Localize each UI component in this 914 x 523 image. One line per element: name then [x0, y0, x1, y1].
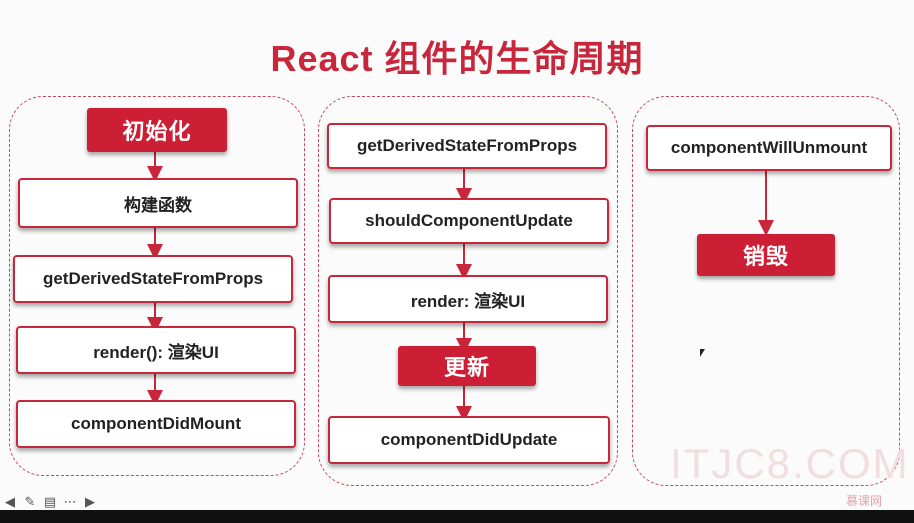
mount-group [9, 96, 305, 476]
componentWillUnmount-box: componentWillUnmount [646, 125, 892, 171]
unmount-stage-label: 销毁 [697, 234, 835, 276]
mouse-cursor [700, 349, 705, 357]
slide: React 组件的生命周期 初始化 构建函数 getDerivedStateFr… [2, 38, 910, 511]
presentation-toolbar: ◀ ✎ ▤ ⋯ ▶ [2, 493, 98, 511]
update-render-box: render: 渲染UI [328, 275, 608, 323]
pen-icon[interactable]: ✎ [24, 494, 36, 509]
update-getDerivedStateFromProps-box: getDerivedStateFromProps [327, 123, 607, 169]
back-arrow-icon[interactable]: ◀ [5, 494, 15, 509]
list-icon[interactable]: ▤ [43, 494, 57, 509]
update-stage-label: 更新 [398, 346, 536, 386]
mount-stage-label: 初始化 [87, 108, 227, 152]
watermark: ITJC8.COM [670, 440, 910, 487]
brand-logo: 慕课网 [846, 494, 883, 508]
update-group [318, 96, 618, 486]
getDerivedStateFromProps-box: getDerivedStateFromProps [13, 255, 293, 303]
unmount-group [632, 96, 900, 486]
constructor-box: 构建函数 [18, 178, 298, 228]
render-box: render(): 渲染UI [16, 326, 296, 374]
shouldComponentUpdate-box: shouldComponentUpdate [329, 198, 609, 244]
forward-arrow-icon[interactable]: ▶ [85, 494, 95, 509]
page-title: React 组件的生命周期 [270, 38, 644, 79]
componentDidMount-box: componentDidMount [16, 400, 296, 448]
bottom-bar [0, 510, 914, 523]
more-icon[interactable]: ⋯ [63, 494, 77, 509]
componentDidUpdate-box: componentDidUpdate [328, 416, 610, 464]
